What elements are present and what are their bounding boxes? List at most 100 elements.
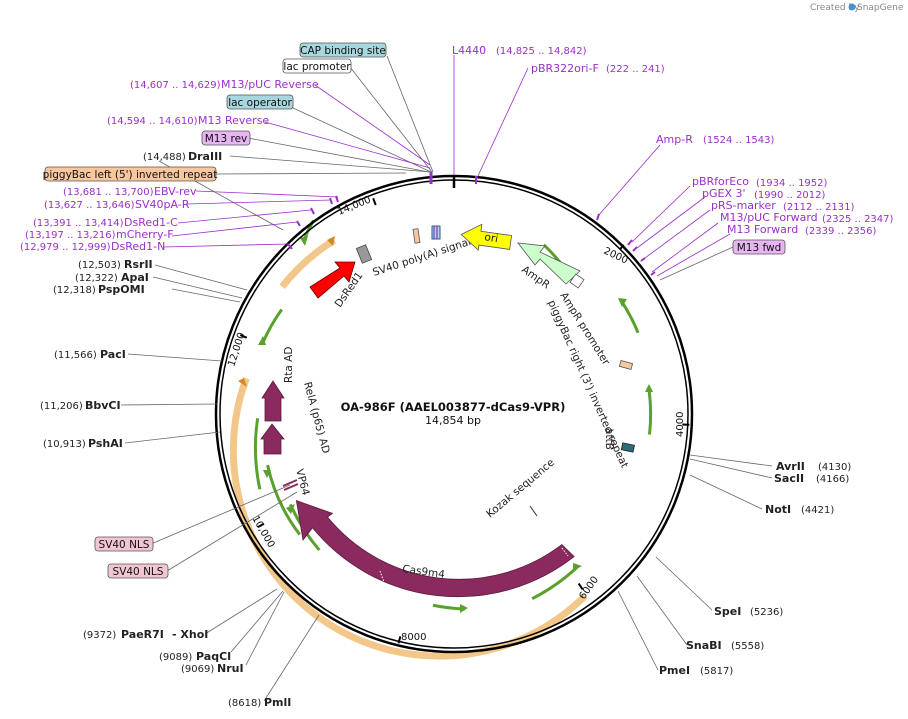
lac-operator-label: lac operator [228,97,292,109]
m13-rev-box[interactable] [201,130,251,146]
piggybac-left-label: piggyBac left (5') inverted repeat [43,169,218,181]
enzyme-pspomi[interactable]: PspOMI [98,283,145,296]
enzyme-avrii[interactable]: AvrII [776,460,805,473]
piggybac-right-feature[interactable] [618,360,634,370]
primer-mcherryf-name[interactable]: mCherry-F [116,228,174,241]
sv40-polya-feature[interactable] [355,244,373,264]
lac-features-marker[interactable] [431,225,441,240]
primer-sv40par-name[interactable]: SV40pA-R [135,198,190,211]
green-arrowhead-6 [460,604,468,613]
rela-ad-label: RelA (p65) AD [301,381,332,455]
rta-ad-label: Rta AD [283,347,295,383]
enzyme-spei[interactable]: SpeI [714,605,741,618]
primer-m13puc-fwd-name[interactable]: M13/pUC Forward [720,211,818,224]
primer-m13-fwd-name[interactable]: M13 Forward [727,223,798,236]
tick-8000: 8000 [401,632,426,643]
lac-promoter-box[interactable] [282,58,352,74]
credit-prefix: Created by [810,3,860,13]
attb-label: attB [603,428,615,450]
lac-operator-box[interactable] [226,94,294,110]
primer-pbr322-name[interactable]: pBR322ori-F [531,62,599,75]
enzyme-sacii[interactable]: SacII [774,472,804,485]
plasmid-name: OA-986F (AAEL003877-dCas9-VPR) [341,400,566,414]
sv40-nls-box-2[interactable] [107,563,169,579]
primer-l4440-name[interactable]: L4440 [452,44,486,57]
primer-pbr322-pos: (222 .. 241) [606,64,665,75]
cap-binding-site-box[interactable] [299,42,387,58]
leader-lines [120,55,773,702]
sv40-nls-box-1[interactable] [94,536,154,552]
primer-ebvrev-name[interactable]: EBV-rev [154,185,197,198]
enzyme-noti[interactable]: NotI [765,503,791,516]
enzyme-nrui[interactable]: NruI [217,662,244,675]
primer-m13-rev-pos: (14,594 .. 14,610) [107,116,198,127]
primer-mcherryf-pos: (13,197 .. 13,216) [25,230,116,241]
cas9-region-arc[interactable] [229,377,588,660]
primer-m13puc-rev-name[interactable]: M13/pUC Reverse [221,78,319,91]
primer-dsred1c-pos: (13,391 .. 13,414) [33,218,124,229]
sv40-polya-label: SV40 poly(A) signal [371,236,472,279]
dsred1-feature[interactable] [309,261,356,299]
enzyme-apai-pos: (12,322) [75,273,118,284]
green-arrowhead-9 [300,236,308,246]
enzyme-nrui-pos: (9069) [181,664,214,675]
primer-ampr-name[interactable]: Amp-R [656,133,693,146]
tick-4000: 4000 [675,412,686,437]
green-arc-3 [647,390,653,435]
ampr-promoter-feature[interactable] [569,273,585,289]
snapgene-logo-icon [848,3,856,11]
primer-m13-fwd-pos: (2339 .. 2356) [805,226,877,237]
enzyme-spei-pos: (5236) [750,607,783,618]
primer-pbrforeco-name[interactable]: pBRforEco [692,175,749,188]
primer-m13puc-rev-pos: (14,607 .. 14,629) [130,80,221,91]
cap-binding-site-label: CAP binding site [300,45,386,57]
enzyme-pmli[interactable]: PmlI [264,696,291,709]
primer-dsred1c-name[interactable]: DsRed1-C [124,216,178,229]
rela-ad-feature[interactable] [260,423,285,455]
cas9m4-label: Cas9m4 [402,563,446,581]
primer-m13-rev-name[interactable]: M13 Reverse [198,114,269,127]
enzyme-rsrii[interactable]: RsrII [124,258,153,271]
primer-pgex3-name[interactable]: pGEX 3' [702,187,746,200]
enzyme-apai[interactable]: ApaI [121,271,149,284]
enzyme-paer7i[interactable]: PaeR7I [121,628,164,641]
enzyme-pshai[interactable]: PshAI [88,437,123,450]
enzyme-xhoi[interactable]: - XhoI [172,628,208,641]
plasmid-length: 14,854 bp [425,414,481,427]
ori-feature[interactable] [459,222,513,255]
primer-ticks [287,172,656,276]
tick-marks [239,197,690,644]
credit-brand: SnapGene [857,3,904,13]
cas9m4-feature[interactable] [295,499,575,598]
piggybac-left-box[interactable] [44,166,217,182]
ori-label: ori [483,231,499,245]
enzyme-rsrii-pos: (12,503) [78,260,121,271]
kozak-marker [529,505,538,517]
m13-fwd-label: M13 fwd [737,242,782,254]
primer-prsmarker-name[interactable]: pRS-marker [711,199,776,212]
m13-fwd-box[interactable] [732,239,786,255]
primer-l4440-pos: (14,825 .. 14,842) [496,46,587,57]
green-arc-8 [253,418,262,490]
attb-feature[interactable] [620,442,635,453]
primer-pbrforeco-pos: (1934 .. 1952) [756,178,828,189]
enzyme-snabi-pos: (5558) [731,641,764,652]
ampr-feature[interactable] [517,242,581,285]
primer-ampr-pos: (1524 .. 1543) [703,135,775,146]
enzyme-paci[interactable]: PacI [100,348,126,361]
enzyme-bbvci-pos: (11,206) [40,401,83,412]
enzyme-snabi[interactable]: SnaBI [686,639,722,652]
kozak-label: Kozak sequence [484,457,557,521]
enzyme-paqci[interactable]: PaqCI [196,650,231,663]
enzyme-pmei[interactable]: PmeI [659,664,690,677]
enzyme-bbvci[interactable]: BbvCI [85,399,121,412]
rta-ad-feature[interactable] [261,380,285,422]
enzyme-draiii[interactable]: DraIII [188,150,222,163]
vp64-feature[interactable] [282,479,298,487]
enzyme-paci-pos: (11,566) [54,350,97,361]
primer-sv40par-pos: (13,627 .. 13,646) [44,200,135,211]
primer-dsred1n-name[interactable]: DsRed1-N [111,240,165,253]
piggybac-left-marker[interactable] [412,228,421,244]
primer-leader-lines [162,55,731,277]
